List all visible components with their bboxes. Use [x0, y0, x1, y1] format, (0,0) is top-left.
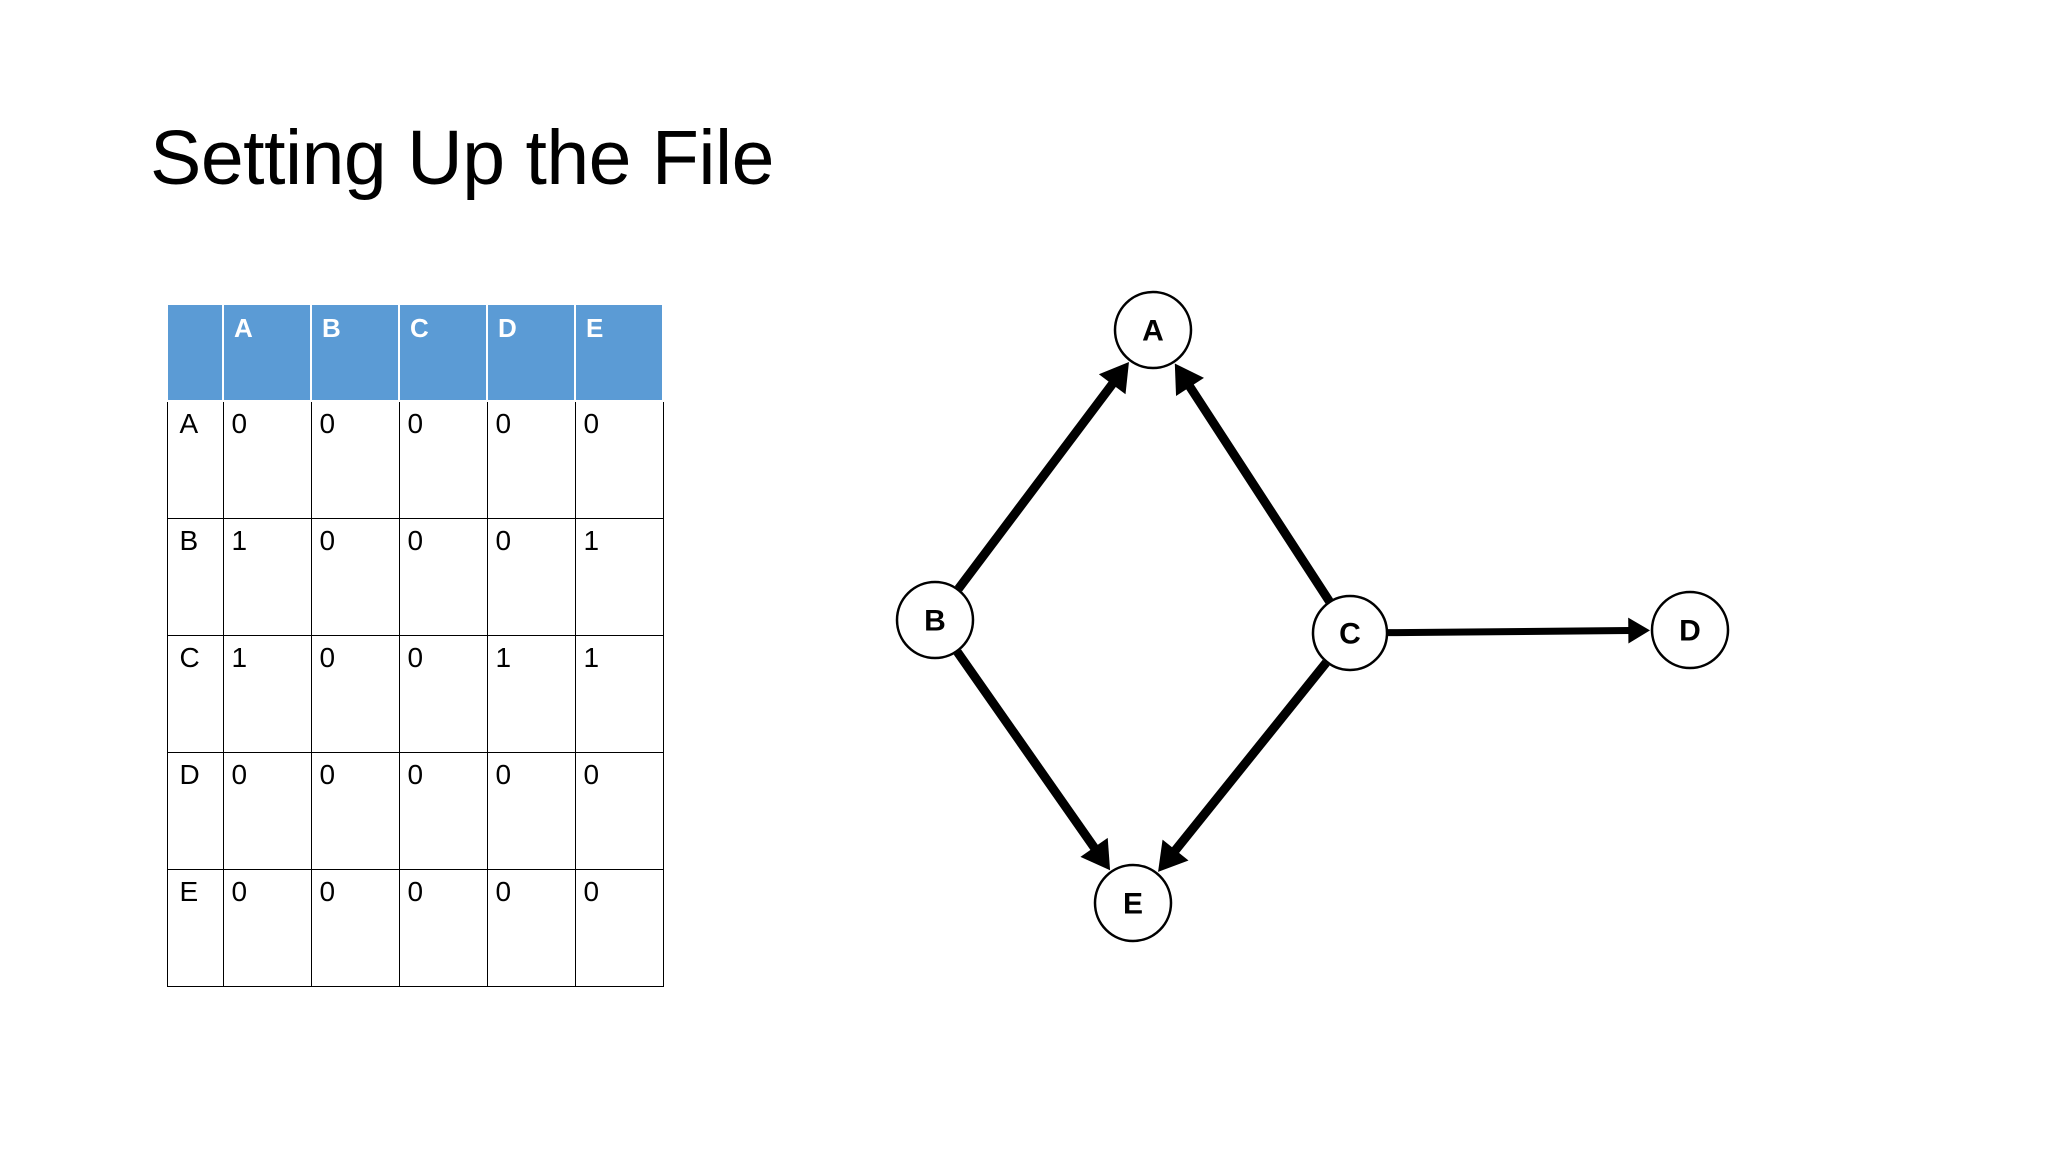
- column-header-d: D: [486, 303, 576, 402]
- page-title: Setting Up the File: [150, 115, 774, 201]
- table-row: E 0 0 0 0 0: [166, 868, 664, 987]
- cell-b-b: 0: [310, 517, 400, 636]
- graph-edge-b-to-e: [953, 649, 1099, 852]
- row-header-e: E: [166, 868, 224, 987]
- table-header-row: A B C D E: [166, 303, 664, 402]
- cell-a-c: 0: [398, 400, 488, 519]
- column-header-b: B: [310, 303, 400, 402]
- node-label-b: B: [924, 605, 946, 638]
- table-row: D 0 0 0 0 0: [166, 751, 664, 870]
- row-header-d: D: [166, 751, 224, 870]
- cell-d-e: 0: [574, 751, 664, 870]
- table-corner-cell: [166, 303, 224, 402]
- arrowhead-icon-c-d: [1628, 617, 1651, 644]
- cell-e-b: 0: [310, 868, 400, 987]
- cell-d-d: 0: [486, 751, 576, 870]
- arrowhead-icon-c-a: [1174, 363, 1204, 397]
- column-header-e: E: [574, 303, 664, 402]
- cell-b-a: 1: [222, 517, 312, 636]
- cell-c-d: 1: [486, 634, 576, 753]
- graph-edge-c-to-a: [1185, 383, 1334, 604]
- node-label-a: A: [1142, 315, 1164, 348]
- graph-node-a[interactable]: A: [1113, 290, 1193, 370]
- cell-b-e: 1: [574, 517, 664, 636]
- cell-d-a: 0: [222, 751, 312, 870]
- arrowhead-icon-c-e: [1158, 839, 1189, 872]
- cell-e-c: 0: [398, 868, 488, 987]
- graph-edges-layer: [953, 361, 1651, 872]
- cell-a-d: 0: [486, 400, 576, 519]
- node-circle-e: [1093, 863, 1173, 943]
- row-header-a: A: [166, 400, 224, 519]
- node-circle-d: [1650, 590, 1730, 670]
- table-row: A 0 0 0 0 0: [166, 400, 664, 519]
- cell-a-a: 0: [222, 400, 312, 519]
- graph-edge-c-to-d: [1387, 627, 1630, 637]
- node-label-e: E: [1123, 888, 1143, 921]
- cell-c-e: 1: [574, 634, 664, 753]
- table-body: A 0 0 0 0 0 B 1 0 0 0 1 C 1 0 0 1 1 D 0 …: [166, 400, 664, 987]
- cell-a-b: 0: [310, 400, 400, 519]
- graph-edge-c-to-e: [1171, 659, 1330, 855]
- directed-graph-diagram: A B C D E: [850, 250, 1800, 1010]
- cell-b-d: 0: [486, 517, 576, 636]
- node-label-c: C: [1339, 618, 1361, 651]
- cell-c-a: 1: [222, 634, 312, 753]
- graph-node-e[interactable]: E: [1093, 863, 1173, 943]
- arrowhead-icon-b-a: [1098, 361, 1129, 395]
- graph-node-c[interactable]: C: [1311, 594, 1389, 672]
- graph-node-b[interactable]: B: [895, 580, 975, 660]
- graph-node-d[interactable]: D: [1650, 590, 1730, 670]
- table-header: A B C D E: [166, 303, 664, 402]
- cell-a-e: 0: [574, 400, 664, 519]
- cell-d-b: 0: [310, 751, 400, 870]
- graph-nodes-layer: A B C D E: [895, 290, 1730, 943]
- cell-d-c: 0: [398, 751, 488, 870]
- node-label-d: D: [1679, 615, 1701, 648]
- node-circle-a: [1113, 290, 1193, 370]
- row-header-b: B: [166, 517, 224, 636]
- column-header-a: A: [222, 303, 312, 402]
- adjacency-matrix-table: A B C D E A 0 0 0 0 0 B 1 0 0 0 1 C 1 0 …: [166, 303, 664, 987]
- row-header-c: C: [166, 634, 224, 753]
- cell-c-b: 0: [310, 634, 400, 753]
- cell-c-c: 0: [398, 634, 488, 753]
- cell-e-a: 0: [222, 868, 312, 987]
- arrowhead-icon-b-e: [1080, 837, 1111, 871]
- node-circle-b: [895, 580, 975, 660]
- table-row: B 1 0 0 0 1: [166, 517, 664, 636]
- column-header-c: C: [398, 303, 488, 402]
- cell-e-e: 0: [574, 868, 664, 987]
- cell-b-c: 0: [398, 517, 488, 636]
- node-circle-c: [1311, 594, 1389, 672]
- cell-e-d: 0: [486, 868, 576, 987]
- graph-edge-b-to-a: [954, 380, 1117, 592]
- table-row: C 1 0 0 1 1: [166, 634, 664, 753]
